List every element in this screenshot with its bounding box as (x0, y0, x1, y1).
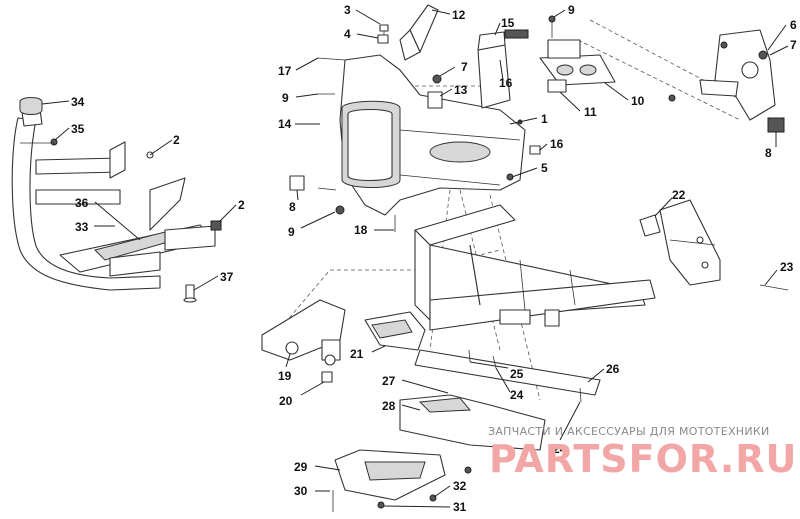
callout-35: 35 (71, 122, 85, 136)
callout-9a: 9 (282, 91, 289, 105)
callout-30: 30 (294, 484, 308, 498)
callout-15: 15 (501, 16, 515, 30)
callout-22: 22 (672, 188, 686, 202)
windscreen-piece (399, 4, 439, 61)
callout-7b: 7 (790, 38, 797, 52)
front-body-panel (339, 54, 526, 216)
callout-36: 36 (75, 196, 89, 210)
callout-28: 28 (382, 399, 396, 413)
callout-14: 14 (278, 117, 292, 131)
lower-bracket (364, 311, 426, 351)
callout-3: 3 (344, 3, 351, 17)
callout-4: 4 (344, 27, 351, 41)
callout-10: 10 (631, 94, 645, 108)
callout-5: 5 (541, 161, 548, 175)
bumper-cap-part (19, 97, 43, 115)
callout-29: 29 (294, 460, 308, 474)
callout-20: 20 (279, 394, 293, 408)
cover-part (477, 29, 529, 109)
callout-24a: 24 (510, 388, 524, 402)
callout-6: 6 (790, 18, 797, 32)
fasteners (20, 15, 789, 512)
callout-19: 19 (278, 369, 292, 383)
callout-31: 31 (453, 500, 467, 514)
clip-8a (289, 175, 305, 191)
callout-37: 37 (220, 270, 234, 284)
upper-support-bracket (699, 29, 785, 133)
bracket-plate (539, 39, 616, 93)
left-mount-bracket (261, 299, 346, 383)
callout-9b: 9 (288, 225, 295, 239)
callout-25: 25 (510, 367, 524, 381)
callout-18: 18 (354, 223, 368, 237)
callout-7a: 7 (461, 60, 468, 74)
callout-2a: 2 (173, 133, 180, 147)
callout-24b: 24 (553, 442, 567, 456)
callout-8a: 8 (289, 200, 296, 214)
callouts: 1 2 2 3 4 5 6 7 7 8 8 9 9 9 10 11 12 (41, 3, 797, 514)
skid-plate (399, 394, 546, 451)
main-frame (414, 204, 656, 396)
callout-21: 21 (350, 347, 364, 361)
callout-34: 34 (71, 95, 85, 109)
callout-2b: 2 (238, 198, 245, 212)
callout-26: 26 (606, 362, 620, 376)
watermark-brand: PARTSFOR.RU (489, 437, 798, 481)
callout-12: 12 (452, 8, 466, 22)
callout-27: 27 (382, 374, 396, 388)
callout-33: 33 (75, 220, 89, 234)
side-bracket (639, 199, 721, 286)
callout-17: 17 (278, 64, 292, 78)
callout-1: 1 (541, 112, 548, 126)
callout-9c: 9 (568, 3, 575, 17)
callout-23: 23 (780, 260, 794, 274)
callout-13: 13 (454, 83, 468, 97)
watermark-tagline: ЗАПЧАСТИ И АКСЕССУАРЫ ДЛЯ МОТОТЕХНИКИ (488, 425, 770, 438)
front-bumper-assembly (11, 97, 222, 303)
callout-16a: 16 (499, 76, 513, 90)
callout-11: 11 (584, 105, 597, 119)
callout-8b: 8 (765, 146, 772, 160)
lower-guard (334, 449, 446, 501)
callout-16b: 16 (550, 137, 564, 151)
callout-32: 32 (453, 479, 467, 493)
